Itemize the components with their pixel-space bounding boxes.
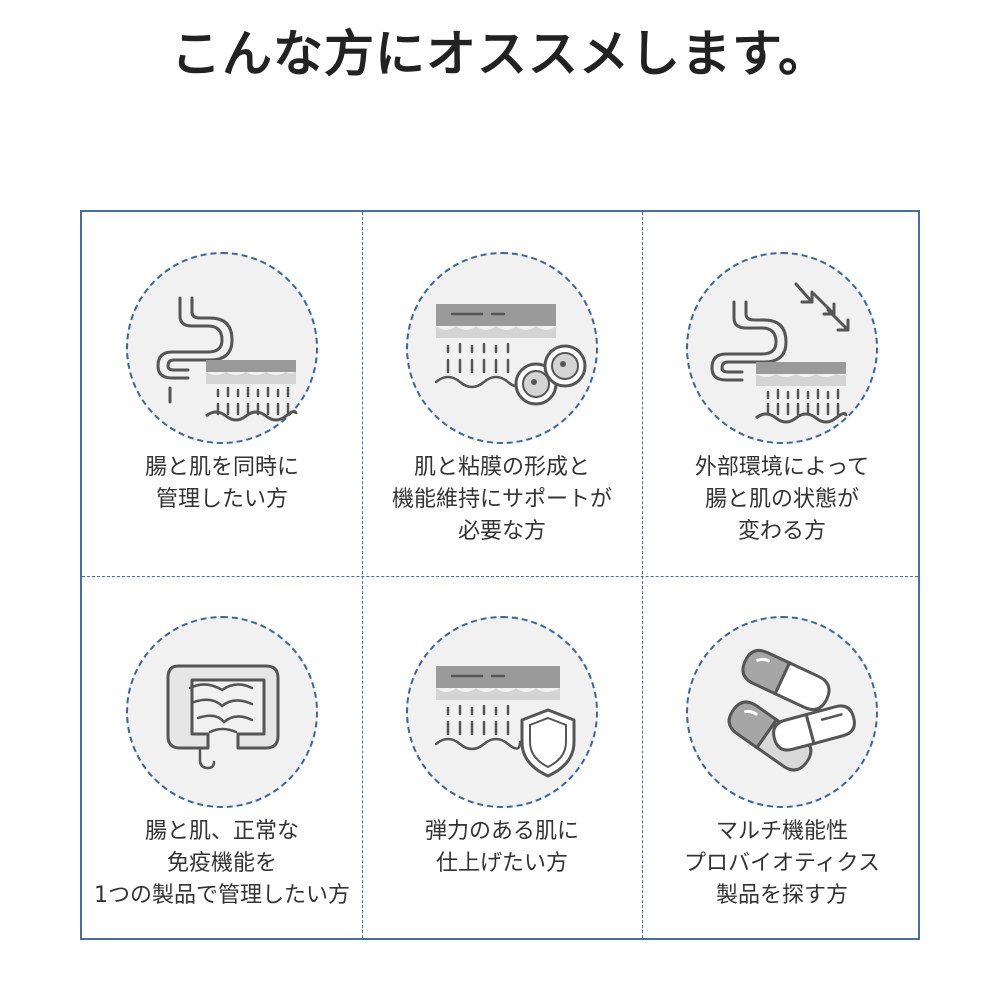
card-label-line: 肌と粘膜の形成と [413, 455, 590, 480]
card-label: 腸と肌を同時に管理したい方 [82, 452, 362, 516]
capsules-icon [727, 649, 856, 772]
card-label: 弾力のある肌に仕上げたい方 [362, 816, 642, 880]
recommendation-card: マルチ機能性プロバイオティクス製品を探す方 [642, 576, 922, 940]
icon-circle [686, 252, 878, 444]
recommendation-card: 腸と肌、正常な免疫機能を 1つの製品で管理したい方 [82, 576, 362, 940]
recommendation-card: 腸と肌を同時に管理したい方 [82, 212, 362, 576]
card-label-line: プロバイオティクス [683, 851, 881, 876]
card-label-line: 必要な方 [457, 519, 546, 544]
recommendation-grid: 腸と肌を同時に管理したい方 肌と [80, 210, 920, 940]
card-label: 肌と粘膜の形成と機能維持にサポートが必要な方 [362, 452, 642, 548]
grid-divider [642, 212, 643, 938]
card-label-line: 腸と肌の状態が [704, 487, 859, 512]
card-label-line: 仕上げたい方 [435, 851, 568, 876]
card-label: マルチ機能性プロバイオティクス製品を探す方 [642, 816, 922, 912]
card-label: 腸と肌、正常な免疫機能を 1つの製品で管理したい方 [82, 816, 362, 912]
card-label-line: 腸と肌を同時に [144, 455, 299, 480]
recommendation-card: 肌と粘膜の形成と機能維持にサポートが必要な方 [362, 212, 642, 576]
card-label-line: マルチ機能性 [715, 819, 848, 844]
icon-circle [406, 252, 598, 444]
large-intestine-icon [166, 664, 280, 770]
icon-circle [406, 616, 598, 808]
card-label-line: 機能維持にサポートが [391, 487, 612, 512]
card-label-line: 免疫機能を [166, 851, 277, 876]
icon-circle [126, 616, 318, 808]
card-label-line: 製品を探す方 [715, 883, 848, 908]
recommendation-card: 外部環境によって腸と肌の状態が変わる方 [642, 212, 922, 576]
card-label: 外部環境によって腸と肌の状態が変わる方 [642, 452, 922, 548]
card-label-line: 腸と肌、正常な [144, 819, 299, 844]
external-environment-icon [710, 282, 850, 424]
card-label-line: 1つの製品で管理したい方 [94, 883, 350, 908]
card-label-line: 弾力のある肌に [424, 819, 579, 844]
recommendation-card: 弾力のある肌に仕上げたい方 [362, 576, 642, 940]
skin-shield-icon [434, 666, 576, 778]
card-label-line: 変わる方 [737, 519, 826, 544]
intestine-skin-icon [156, 296, 298, 422]
icon-circle [126, 252, 318, 444]
skin-mucosa-cell-icon [434, 304, 587, 406]
icon-circle [686, 616, 878, 808]
grid-divider [82, 576, 918, 577]
card-label-line: 外部環境によって [694, 455, 870, 480]
card-label-line: 管理したい方 [155, 487, 288, 512]
page-title: こんな方にオススメします。 [171, 25, 829, 83]
grid-divider [362, 212, 363, 938]
